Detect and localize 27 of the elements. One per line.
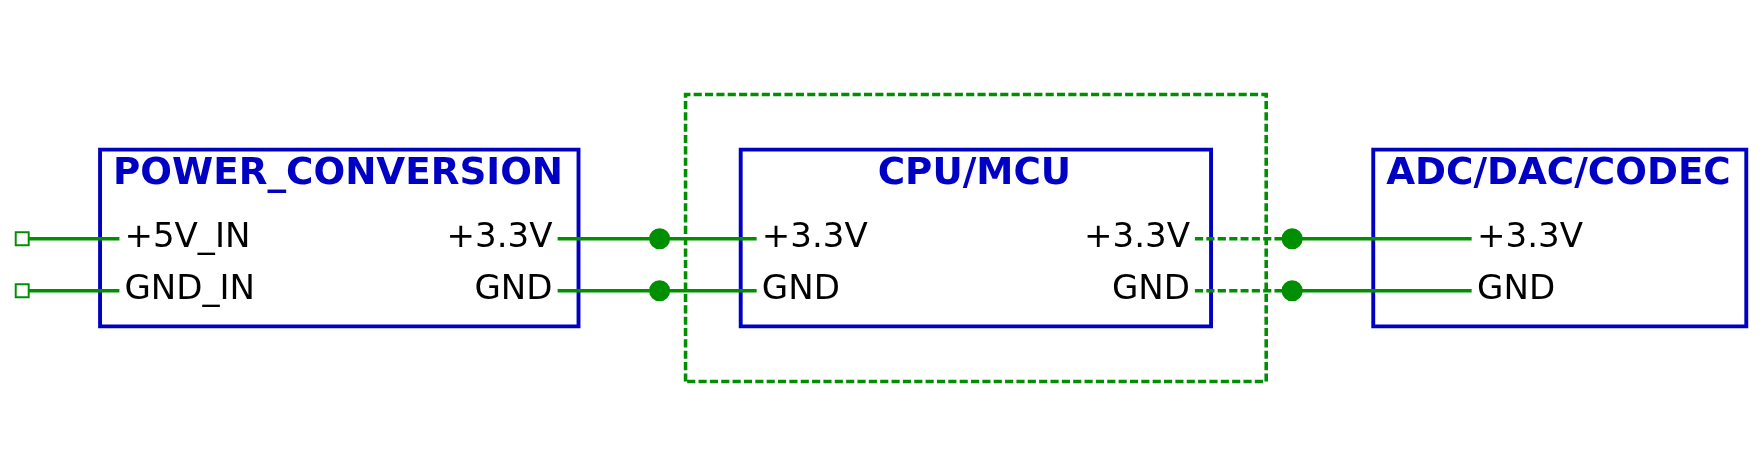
node-circle	[1281, 228, 1303, 250]
node-box	[14, 283, 30, 299]
node-circle	[1281, 280, 1303, 302]
connector	[1194, 237, 1283, 241]
node-text: +3.3V	[1084, 215, 1190, 256]
connector	[669, 237, 757, 241]
node-text: +5V_IN	[124, 215, 251, 256]
node-circle	[649, 280, 671, 302]
node-text: GND_IN	[124, 267, 255, 308]
connector	[29, 237, 120, 241]
node-text: GND	[761, 267, 840, 308]
node-text: +3.3V	[1477, 215, 1584, 256]
connector	[1194, 288, 1283, 293]
node-text: +3.3V	[446, 215, 553, 256]
connector	[669, 288, 757, 293]
node-box	[14, 231, 30, 247]
cluster	[683, 92, 1268, 384]
connector	[1302, 237, 1472, 241]
node-text: GND	[474, 267, 553, 308]
connector	[557, 288, 650, 293]
connector	[557, 237, 650, 241]
node-text: +3.3V	[761, 215, 868, 256]
connector	[29, 288, 120, 293]
node-text: GND	[1111, 267, 1190, 308]
node-circle	[649, 228, 671, 250]
node-text: GND	[1477, 267, 1556, 308]
connector	[1302, 288, 1472, 293]
